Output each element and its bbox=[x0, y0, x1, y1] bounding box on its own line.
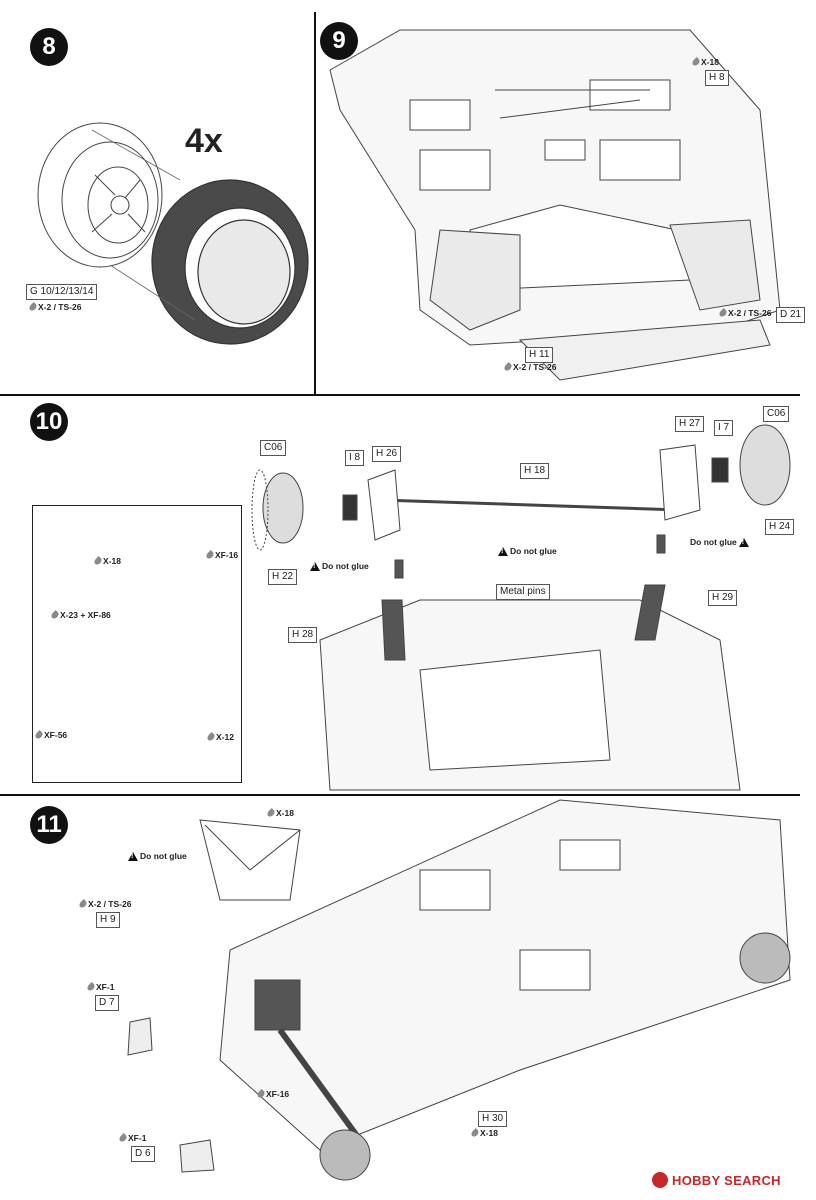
part-label-h29: H 29 bbox=[708, 590, 738, 606]
part-label-h27: H 27 bbox=[675, 416, 705, 432]
metal-pins-label: Metal pins bbox=[496, 584, 550, 600]
part-label-h18: H 18 bbox=[520, 463, 550, 479]
part-label-wheel: G 10/12/13/14 bbox=[26, 284, 98, 300]
paint-code-xf1-bottom: XF-1 bbox=[118, 1133, 146, 1143]
paint-code-bottom: X-2 / TS-26 bbox=[503, 362, 556, 372]
step-9-number: 9 bbox=[320, 22, 358, 60]
paint-code-x18-bottom: X-18 bbox=[470, 1128, 498, 1138]
chassis-step9 bbox=[329, 29, 781, 381]
part-label-h24: H 24 bbox=[765, 519, 795, 535]
front-suspension-drawing bbox=[251, 424, 791, 791]
quantity-multiplier: 4x bbox=[185, 122, 223, 160]
part-label-d7: D 7 bbox=[95, 995, 119, 1011]
part-label-h26: H 26 bbox=[372, 446, 402, 462]
warning-icon bbox=[498, 546, 508, 556]
paint-drop-icon bbox=[503, 362, 513, 372]
part-label-h8: H 8 bbox=[705, 70, 729, 86]
paint-code-xf16: XF-16 bbox=[256, 1089, 289, 1099]
part-label-i8: I 8 bbox=[345, 450, 365, 466]
step-11-number: 11 bbox=[30, 806, 68, 844]
paint-drop-icon bbox=[470, 1128, 480, 1138]
part-label-c06-right: C06 bbox=[763, 406, 790, 422]
paint-code-x18-top: X-18 bbox=[266, 808, 294, 818]
wheel-drawing bbox=[37, 122, 163, 268]
part-label-i7: I 7 bbox=[714, 420, 734, 436]
warning-icon bbox=[128, 851, 138, 861]
warning-icon bbox=[738, 537, 749, 547]
paint-drop-icon bbox=[206, 732, 216, 742]
paint-drop-icon bbox=[34, 730, 44, 740]
paint-code-x18: X-18 bbox=[691, 57, 719, 67]
paint-drop-icon bbox=[93, 556, 103, 566]
paint-drop-icon bbox=[28, 302, 38, 312]
paint-drop-icon bbox=[266, 808, 276, 818]
paint-code-x2ts26: X-2 / TS-26 bbox=[78, 899, 131, 909]
part-label-c06-left: C06 bbox=[260, 440, 287, 456]
paint-drop-icon bbox=[78, 899, 88, 909]
paint-drop-icon bbox=[256, 1089, 266, 1099]
paint-code-xf1-top: XF-1 bbox=[86, 982, 114, 992]
inset-paint-xf16: XF-16 bbox=[205, 550, 238, 560]
paint-code-right: X-2 / TS-26 bbox=[718, 308, 771, 318]
part-label-d21: D 21 bbox=[776, 307, 806, 323]
part-label-h30: H 30 bbox=[478, 1111, 508, 1127]
paint-drop-icon bbox=[205, 550, 215, 560]
do-not-glue-warning-2: Do not glue bbox=[498, 546, 557, 556]
part-label-h9: H 9 bbox=[96, 912, 120, 928]
hobby-search-watermark: HOBBY SEARCH bbox=[652, 1172, 781, 1188]
inset-paint-x18: X-18 bbox=[93, 556, 121, 566]
step-10-number: 10 bbox=[30, 403, 68, 441]
inset-paint-x12: X-12 bbox=[206, 732, 234, 742]
do-not-glue-warning-1: Do not glue bbox=[310, 561, 369, 571]
tire-drawing bbox=[151, 179, 309, 345]
paint-code-wheel: X-2 / TS-26 bbox=[28, 302, 81, 312]
part-label-h22: H 22 bbox=[268, 569, 298, 585]
paint-drop-icon bbox=[50, 610, 60, 620]
part-label-d6: D 6 bbox=[131, 1146, 155, 1162]
inset-paint-x23: X-23 + XF-86 bbox=[50, 610, 111, 620]
part-label-h11: H 11 bbox=[525, 347, 554, 363]
paint-drop-icon bbox=[86, 982, 96, 992]
do-not-glue-warning-3: Do not glue bbox=[690, 537, 749, 547]
inset-paint-xf56: XF-56 bbox=[34, 730, 67, 740]
paint-drop-icon bbox=[118, 1133, 128, 1143]
part-label-h28: H 28 bbox=[288, 627, 318, 643]
warning-icon bbox=[310, 561, 320, 571]
rear-chassis-drawing bbox=[127, 799, 791, 1181]
paint-drop-icon bbox=[691, 57, 701, 67]
paint-drop-icon bbox=[718, 308, 728, 318]
step-8-number: 8 bbox=[30, 28, 68, 66]
hobby-search-logo-icon bbox=[652, 1172, 668, 1188]
do-not-glue-warning-step11: Do not glue bbox=[128, 851, 187, 861]
